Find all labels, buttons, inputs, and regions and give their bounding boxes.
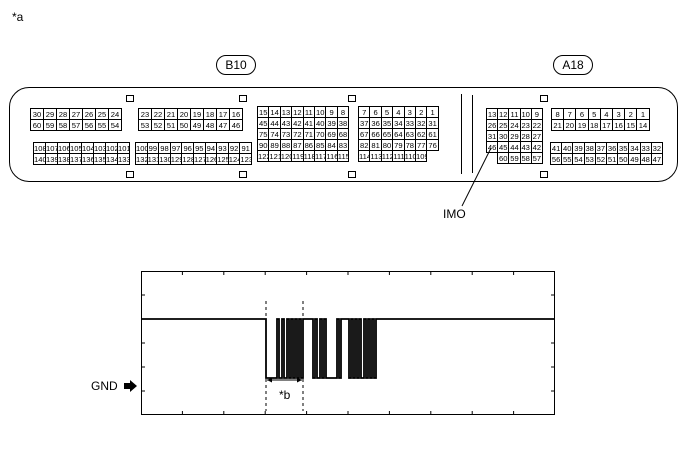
a18-inner-edge (472, 95, 474, 173)
waveform-plot (141, 271, 555, 415)
connector-tab (348, 171, 356, 178)
b10-pin: 76 (426, 139, 439, 151)
a18-pin: 57 (530, 152, 543, 164)
connector-tab (239, 171, 247, 178)
gnd-label: GND (91, 379, 118, 393)
ecu-connector-outline (9, 87, 678, 182)
connector-tab (540, 171, 548, 178)
a18-pin: 47 (650, 153, 663, 165)
a18-pin: 14 (636, 119, 650, 131)
connector-tab (348, 95, 356, 102)
imo-label: IMO (443, 207, 466, 221)
dimension-arrow-left (267, 377, 272, 383)
connector-tab (540, 95, 548, 102)
imo-signal-trace (141, 318, 555, 379)
figure-label-a: *a (12, 10, 24, 24)
b10-connector-label: B10 (216, 55, 256, 75)
b10-pin: 123 (239, 153, 252, 165)
bit-window-label: *b (279, 388, 291, 402)
a18-connector-label: A18 (553, 55, 593, 75)
b10-pin: 109 (415, 150, 428, 162)
b10-pin: 133 (117, 153, 130, 165)
connector-tab (126, 95, 134, 102)
connector-tab (239, 95, 247, 102)
connector-tab (126, 171, 134, 178)
dimension-arrow-right (297, 377, 302, 383)
imo-leader-line (461, 147, 492, 207)
connector-divider (461, 94, 463, 174)
b10-pin: 115 (336, 150, 350, 162)
b10-pin: 46 (229, 119, 243, 131)
b10-pin: 54 (108, 119, 122, 131)
right-arrow-icon (124, 380, 137, 392)
